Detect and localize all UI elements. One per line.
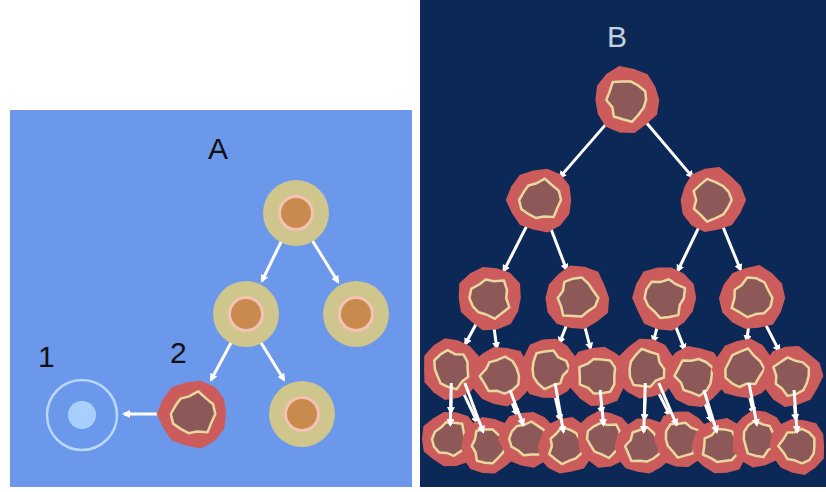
cancer-cell — [681, 167, 747, 232]
division-arrow — [465, 323, 477, 345]
normal-cell — [263, 180, 329, 246]
normal-cell — [213, 281, 279, 347]
division-arrow — [465, 383, 483, 432]
illus-b — [420, 0, 826, 487]
cancer-cell — [719, 265, 785, 329]
cancer-cell — [506, 169, 571, 233]
division-arrow — [749, 383, 757, 425]
panel-heading: B — [607, 22, 627, 52]
cancer-cell — [545, 266, 609, 329]
division-arrow — [646, 122, 693, 177]
division-arrow — [584, 325, 590, 349]
division-arrow — [550, 226, 567, 270]
division-arrow — [794, 390, 797, 432]
normal-cell — [323, 281, 389, 347]
division-arrow — [765, 323, 779, 351]
division-arrow — [678, 225, 700, 271]
division-arrow — [559, 324, 567, 343]
division-arrow — [704, 390, 717, 432]
division-arrow — [450, 383, 451, 425]
callout-number: 2 — [170, 338, 187, 368]
cancer-cell — [459, 267, 521, 330]
cancer-cell — [157, 381, 226, 449]
division-arrow — [600, 390, 603, 425]
panel: B — [420, 0, 826, 487]
division-arrow — [555, 383, 563, 432]
division-arrow — [675, 324, 685, 350]
division-arrow — [504, 225, 528, 271]
cancer-cell — [595, 66, 659, 133]
division-arrow — [260, 341, 284, 380]
division-arrow — [510, 390, 523, 425]
division-arrow — [659, 383, 677, 425]
cancer-cell — [470, 347, 529, 406]
panel-heading: A — [208, 134, 228, 164]
cancer-cell — [712, 339, 774, 399]
division-arrow — [211, 341, 232, 380]
division-arrow — [644, 383, 645, 432]
division-arrow — [560, 122, 608, 177]
division-arrow — [262, 240, 282, 281]
division-arrow — [124, 413, 160, 416]
dead-cell — [47, 380, 117, 450]
division-arrow — [312, 240, 338, 282]
illus-a — [10, 110, 412, 487]
cancer-cell — [632, 267, 696, 330]
division-arrow — [723, 226, 741, 270]
panel: A 1 2 — [10, 110, 412, 487]
normal-cell — [269, 381, 335, 447]
callout-number: 1 — [38, 342, 55, 372]
